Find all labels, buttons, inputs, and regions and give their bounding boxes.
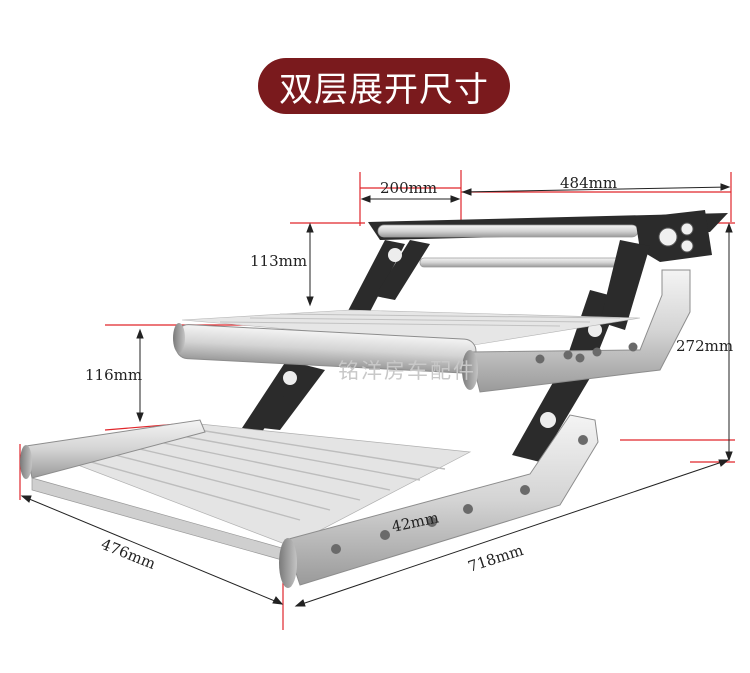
title-text: 双层展开尺寸: [279, 69, 489, 110]
dim-label-718: 718mm: [466, 541, 526, 576]
dim-label-484: 484mm: [560, 174, 617, 192]
top-platform: [368, 210, 728, 268]
dim-label-476: 476mm: [99, 535, 159, 573]
dim-label-272: 272mm: [676, 337, 733, 355]
lower-step: [20, 414, 599, 588]
dim-label-116: 116mm: [85, 366, 142, 384]
watermark-text: 铭洋房车配件: [338, 359, 476, 383]
dim-label-113: 113mm: [250, 252, 307, 270]
upper-step: [173, 269, 691, 393]
title-badge: 双层展开尺寸: [258, 58, 510, 114]
scissor-arms: [242, 240, 650, 462]
dim-label-200: 200mm: [380, 179, 437, 197]
